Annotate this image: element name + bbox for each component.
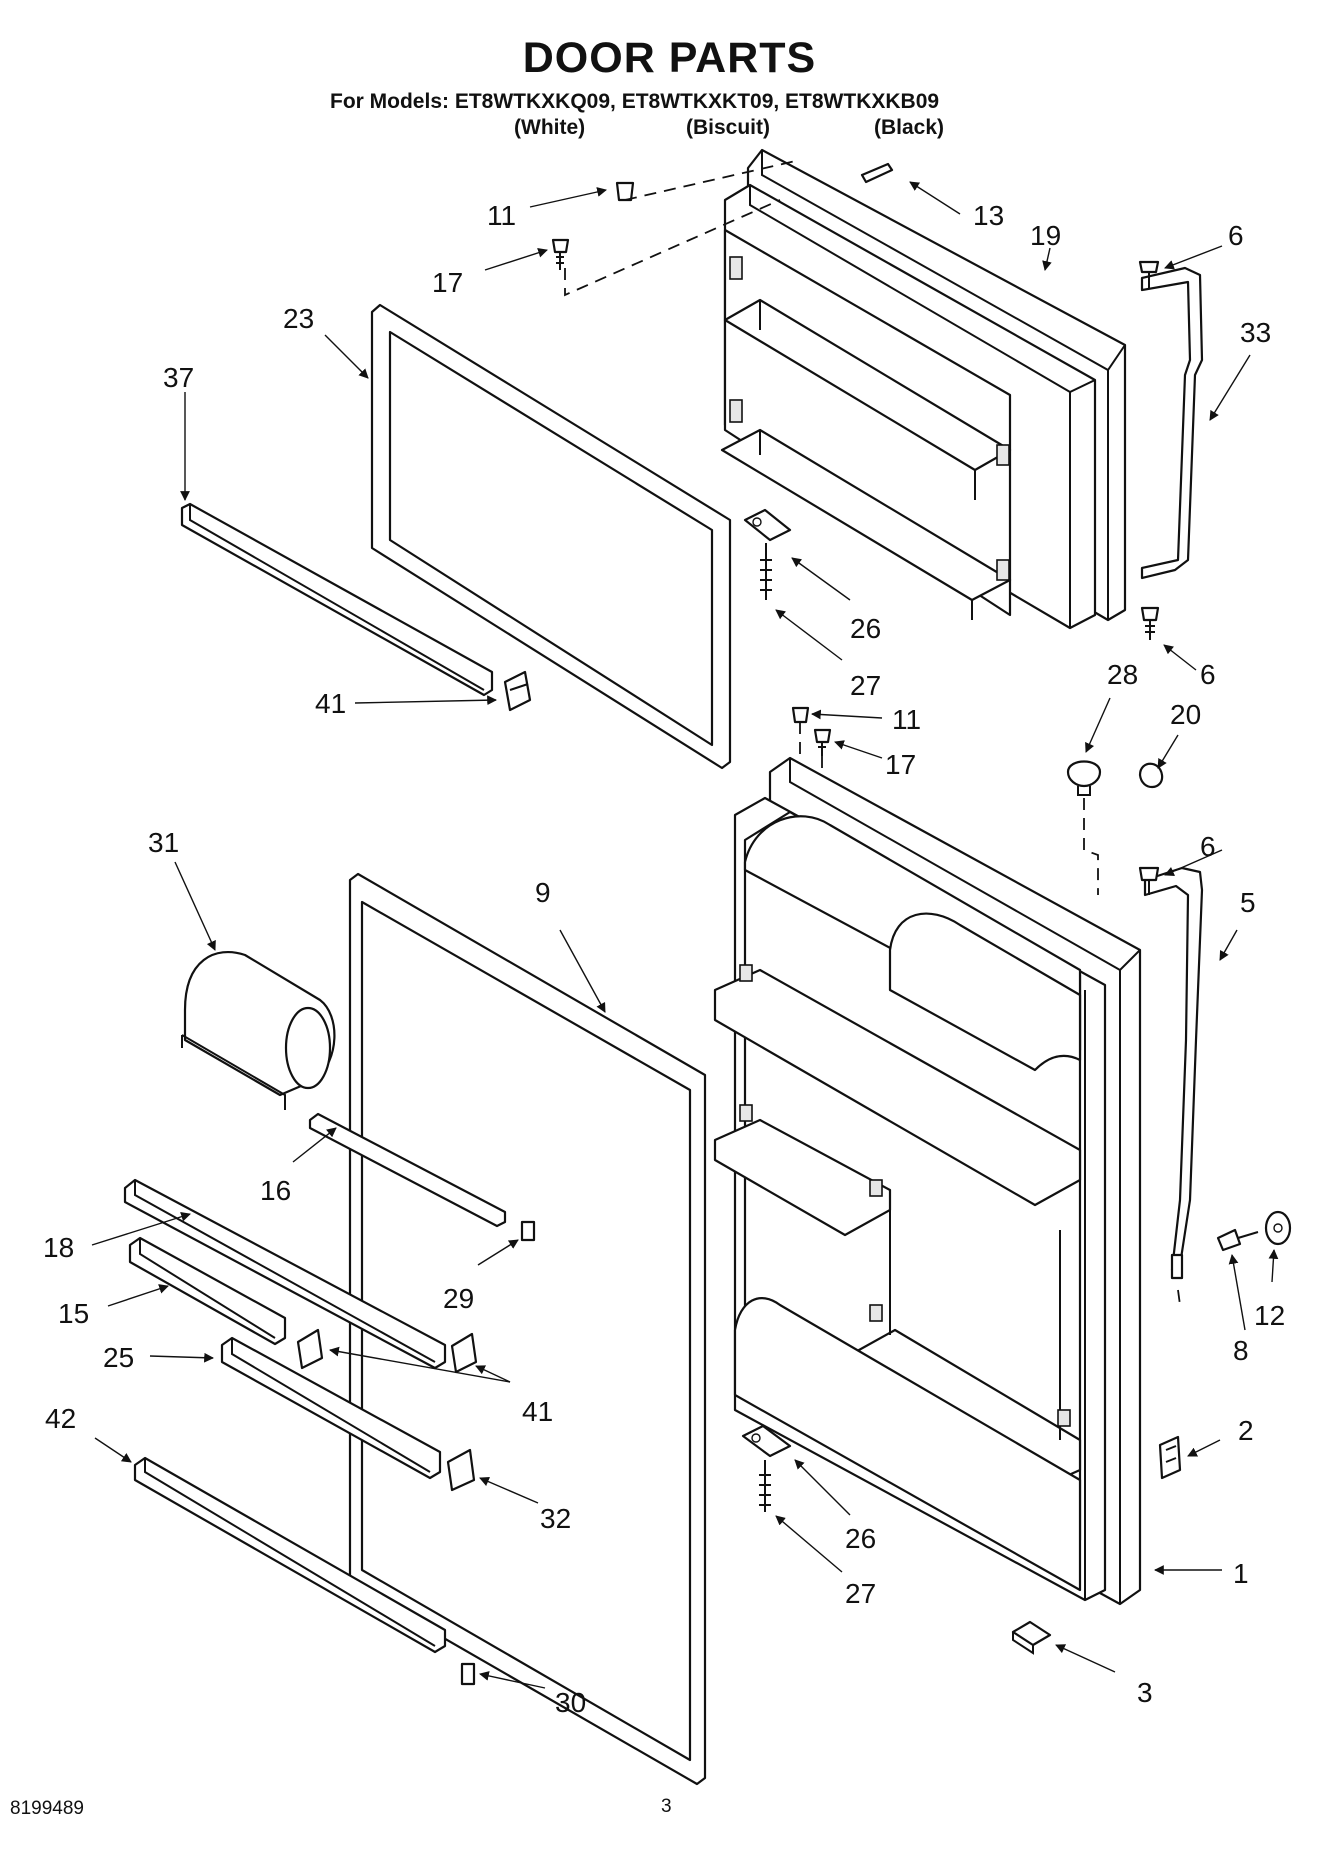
freezer-door-part-19 <box>720 148 1127 630</box>
callout-20: 20 <box>1170 699 1201 730</box>
retainer-cap-part-41b <box>296 1328 478 1374</box>
screw-part-17b <box>813 728 832 756</box>
retainer-cap-part-29 <box>520 1220 536 1242</box>
callout-30: 30 <box>555 1687 586 1718</box>
refrigerator-handle-part-5 <box>1143 866 1204 1280</box>
callout-11: 11 <box>487 200 516 231</box>
hinge-part-2 <box>1158 1435 1182 1480</box>
callout-6: 6 <box>1228 220 1244 251</box>
shelf-retainer-part-18 <box>123 1178 447 1370</box>
callout-25: 25 <box>103 1342 134 1373</box>
callout-37: 37 <box>163 362 194 393</box>
washer-part-12 <box>1264 1210 1292 1246</box>
callout-3: 3 <box>1137 1677 1153 1708</box>
shelf-retainer-part-25 <box>220 1336 442 1480</box>
models-subtitle: For Models: ET8WTKXKQ09, ET8WTKXKT09, ET… <box>330 90 940 113</box>
callout-26: 26 <box>850 613 881 644</box>
leader-arrows <box>91 181 1279 1689</box>
screw-part-8 <box>1216 1228 1259 1252</box>
screw-part-6b <box>1140 606 1160 640</box>
shelf-retainer-part-15 <box>128 1236 287 1346</box>
hinge-part-26a <box>743 508 792 542</box>
cap-part-28 <box>1066 760 1102 796</box>
callout-17: 17 <box>885 749 916 780</box>
hinge-part-3 <box>1011 1620 1052 1655</box>
shelf-retainer-part-42 <box>133 1456 447 1654</box>
retainer-cap-part-30 <box>460 1662 476 1686</box>
variant-black: (Black) <box>874 116 945 139</box>
refrigerator-door-part-1 <box>713 756 1142 1606</box>
plug-part-11a <box>615 181 635 202</box>
retainer-cap-part-41a <box>503 670 532 712</box>
callout-5: 5 <box>1240 887 1256 918</box>
shelf-retainer-part-16 <box>308 1112 507 1228</box>
callout-9: 9 <box>535 877 551 908</box>
document-number: 8199489 <box>10 1798 84 1819</box>
spacer-part-20 <box>1138 762 1164 789</box>
retainer-cap-part-32 <box>446 1448 476 1492</box>
screw-part-27a <box>760 543 772 600</box>
freezer-handle-part-33 <box>1140 266 1204 580</box>
callout-15: 15 <box>58 1298 89 1329</box>
callout-labels: 11 13 17 19 6 23 33 37 26 27 6 41 11 28 … <box>43 200 1285 1718</box>
screw-part-6c <box>1138 866 1160 895</box>
page-title: DOOR PARTS <box>522 34 817 82</box>
callout-32: 32 <box>540 1503 571 1534</box>
screw-part-27b <box>759 1460 771 1512</box>
callout-23: 23 <box>283 303 314 334</box>
page-number: 3 <box>661 1796 672 1817</box>
hinge-part-26b <box>741 1424 792 1458</box>
callout-8: 8 <box>1233 1335 1249 1366</box>
dairy-door-part-31 <box>181 950 336 1110</box>
freezer-gasket-part-23 <box>370 303 732 770</box>
callout-12: 12 <box>1254 1300 1285 1331</box>
callout-41: 41 <box>522 1396 553 1427</box>
callout-28: 28 <box>1107 659 1138 690</box>
callout-33: 33 <box>1240 317 1271 348</box>
callout-6: 6 <box>1200 831 1216 862</box>
callout-29: 29 <box>443 1283 474 1314</box>
refrigerator-gasket-part-9 <box>348 872 707 1786</box>
plug-part-11b <box>791 706 810 724</box>
callout-27: 27 <box>845 1578 876 1609</box>
screw-part-6a <box>1138 260 1160 288</box>
callout-18: 18 <box>43 1232 74 1263</box>
screw-part-17a <box>551 238 570 270</box>
gasket-clip-part-13 <box>860 162 894 184</box>
callout-31: 31 <box>148 827 179 858</box>
callout-19: 19 <box>1030 220 1061 251</box>
callout-2: 2 <box>1238 1415 1254 1446</box>
callout-26: 26 <box>845 1523 876 1554</box>
variant-white: (White) <box>514 116 586 139</box>
callout-16: 16 <box>260 1175 291 1206</box>
callout-1: 1 <box>1233 1558 1249 1589</box>
callout-11: 11 <box>892 704 921 735</box>
callout-27: 27 <box>850 670 881 701</box>
callout-13: 13 <box>973 200 1004 231</box>
callout-41: 41 <box>315 688 346 719</box>
callout-6: 6 <box>1200 659 1216 690</box>
callout-42: 42 <box>45 1403 76 1434</box>
freezer-shelf-retainer-part-37 <box>180 502 494 697</box>
callout-17: 17 <box>432 267 463 298</box>
variant-biscuit: (Biscuit) <box>686 116 770 139</box>
